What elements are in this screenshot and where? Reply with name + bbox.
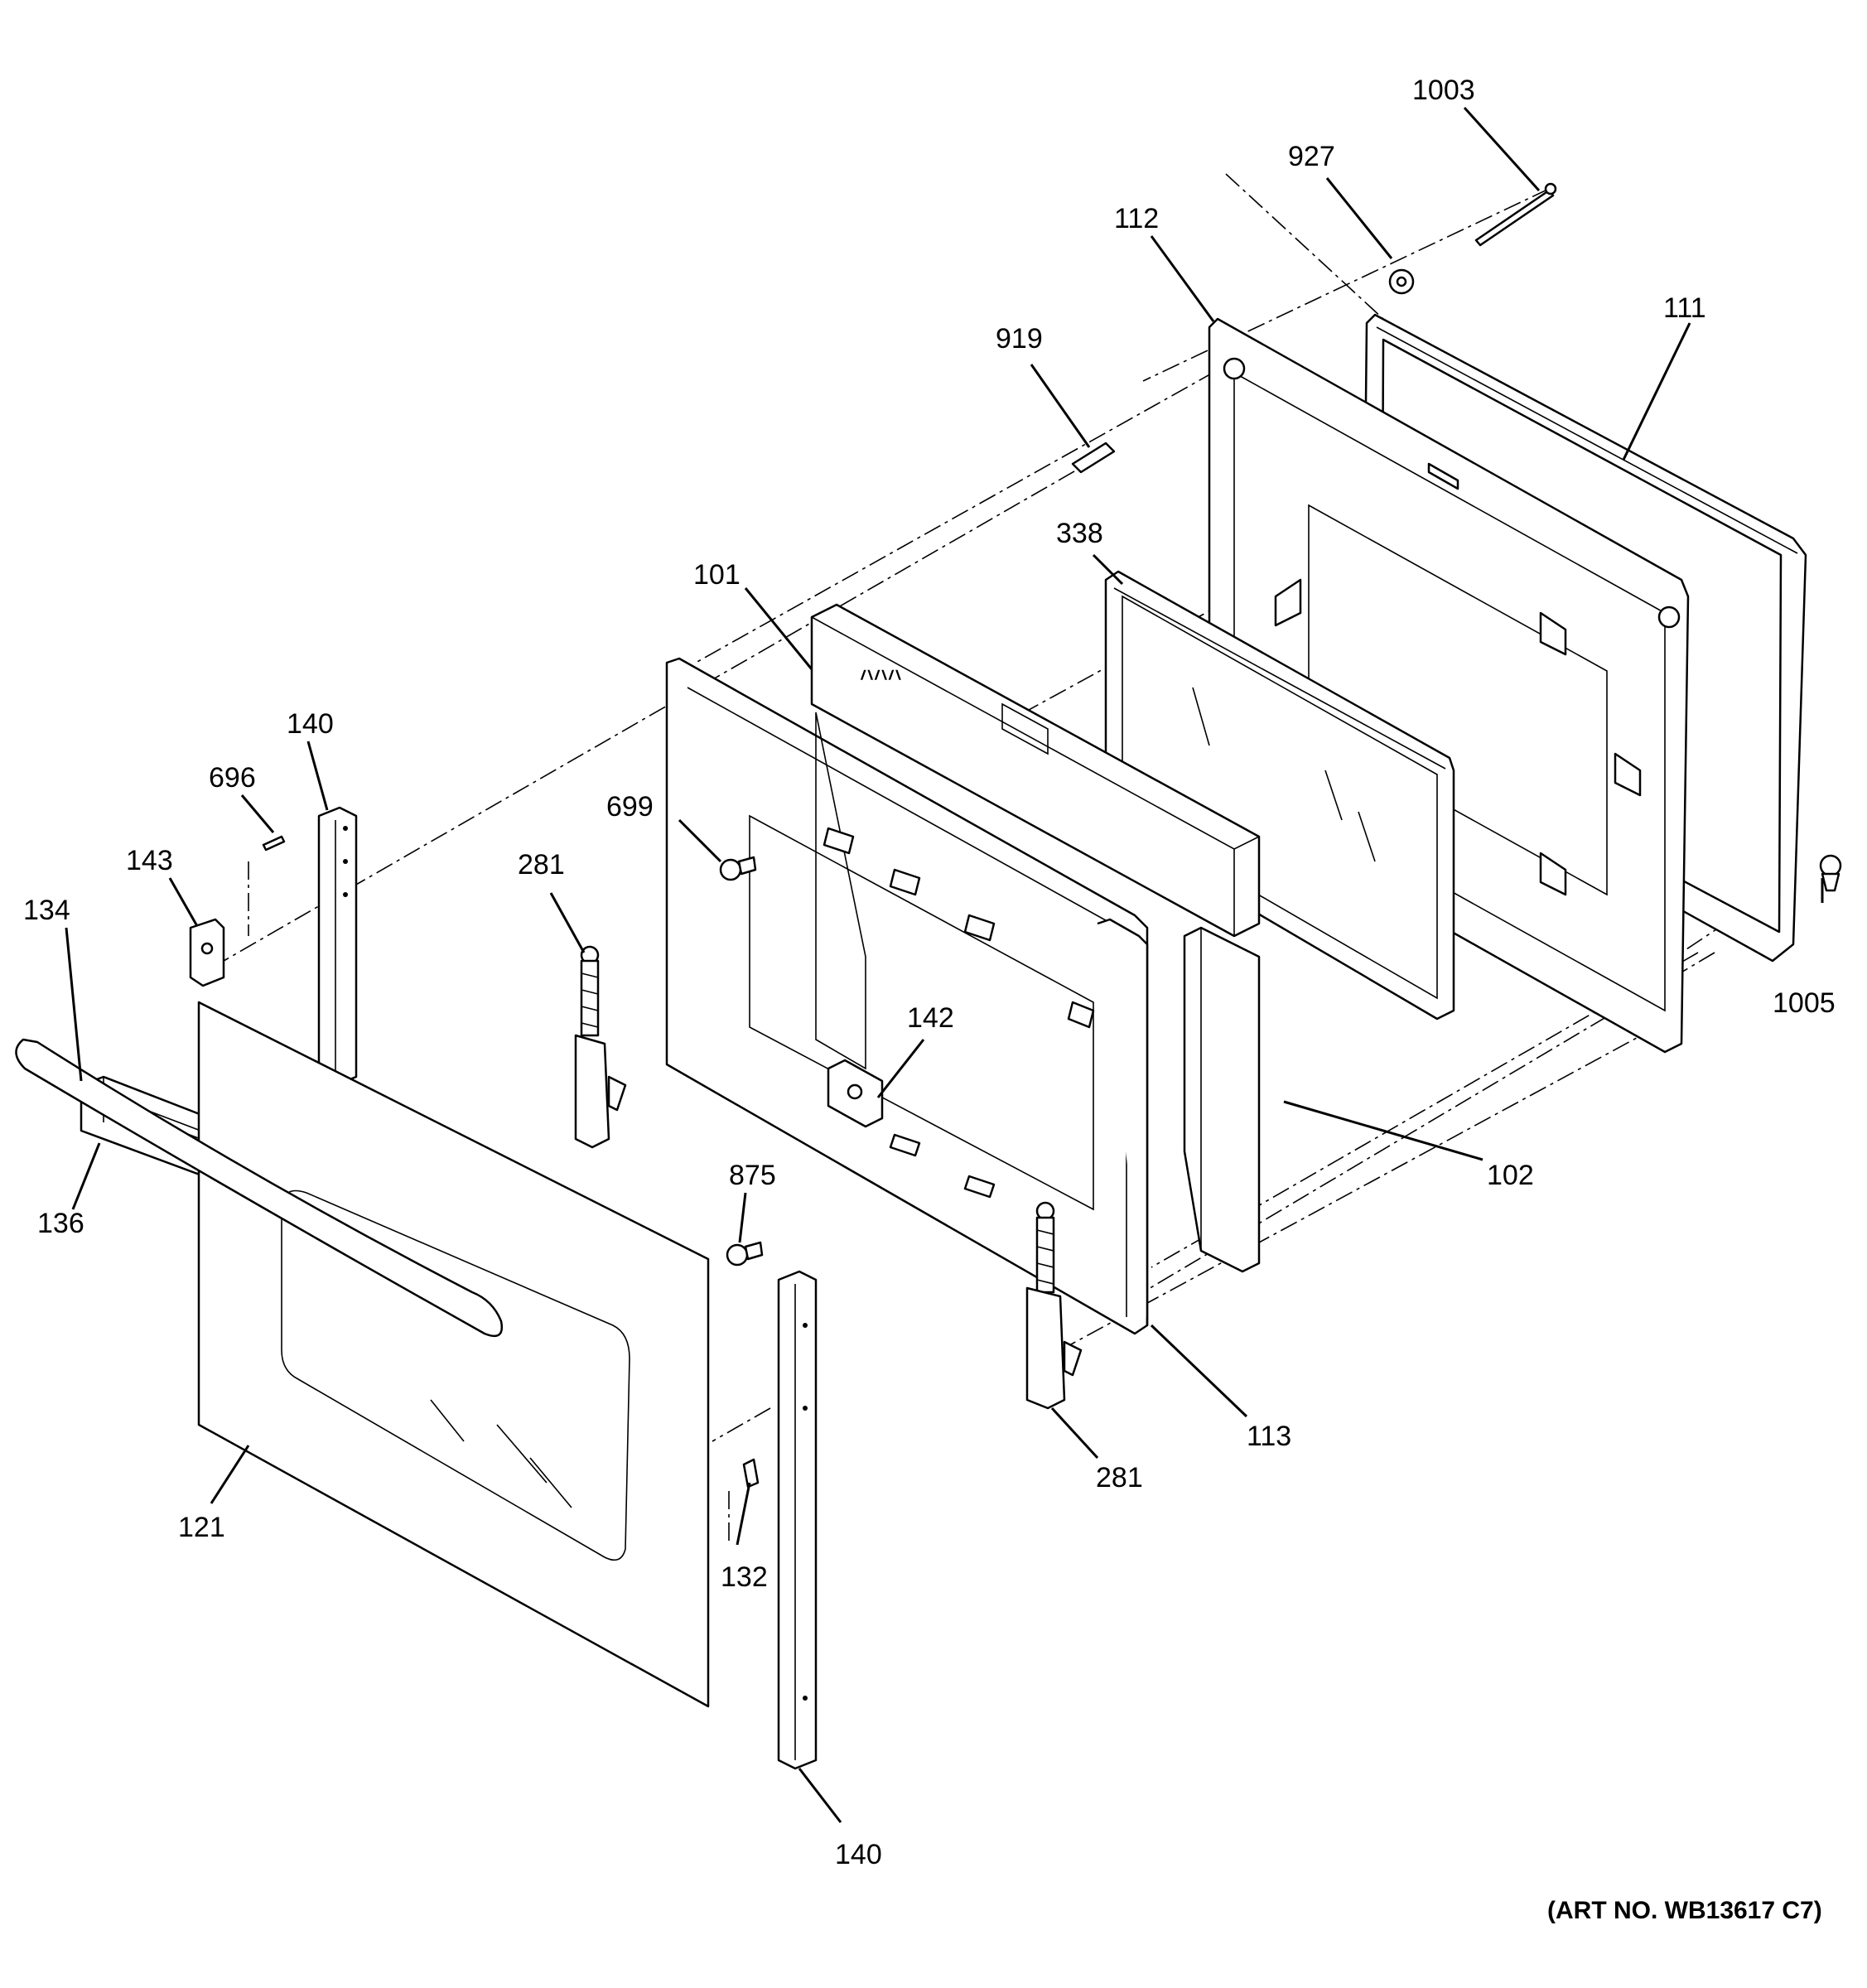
screw-1003	[1474, 182, 1557, 247]
callout-143: 143	[126, 845, 173, 876]
callout-136: 136	[37, 1208, 84, 1239]
bumper-1005	[1819, 854, 1842, 892]
door-channel-140-lower	[777, 1270, 818, 1770]
callout-113: 113	[1247, 1421, 1291, 1452]
screw-875	[726, 1241, 764, 1267]
clip-132	[742, 1458, 760, 1489]
door-frame-113	[665, 657, 1149, 1335]
callout-labels: 1003 927 112 111 919 338 101 140 696 699…	[23, 75, 1836, 1870]
svg-text:/ \ / \ / \: / \ / \ / \	[861, 668, 900, 683]
bracket-142	[827, 1059, 884, 1128]
bracket-143	[189, 918, 225, 987]
callout-338: 338	[1056, 518, 1103, 549]
callout-101: 101	[693, 559, 741, 591]
door-handle-136	[15, 1038, 504, 1338]
callout-1005: 1005	[1773, 987, 1836, 1019]
callout-140-upper: 140	[287, 708, 334, 740]
callout-121: 121	[178, 1512, 225, 1543]
callout-281-center: 281	[518, 849, 565, 881]
hinge-281-center	[574, 945, 627, 1149]
door-channel-140-upper	[317, 806, 358, 1087]
callout-142: 142	[907, 1002, 954, 1034]
callout-927: 927	[1288, 141, 1335, 172]
callout-112: 112	[1114, 203, 1159, 234]
insulation-101: / \ / \ / \	[810, 603, 1261, 938]
insulation-102	[1183, 926, 1261, 1273]
callout-140-lower: 140	[835, 1839, 882, 1870]
callout-1003: 1003	[1412, 75, 1475, 106]
callout-111: 111	[1663, 292, 1706, 324]
callout-134: 134	[23, 895, 70, 926]
screw-696	[262, 835, 286, 852]
callout-875: 875	[729, 1160, 776, 1191]
callout-281-right: 281	[1096, 1462, 1143, 1493]
outer-door-121	[197, 1001, 710, 1708]
callout-132: 132	[721, 1561, 768, 1593]
callout-696: 696	[209, 762, 256, 794]
callout-919: 919	[996, 323, 1043, 355]
screw-699	[719, 856, 757, 881]
callout-699: 699	[606, 791, 654, 823]
leader-lines	[65, 106, 1824, 1823]
callout-102: 102	[1487, 1160, 1534, 1191]
hinge-281-right	[1025, 1201, 1083, 1410]
art-number: (ART NO. WB13617 C7)	[1547, 1897, 1822, 1924]
washer-927	[1388, 268, 1415, 295]
pin-919	[1071, 442, 1116, 474]
